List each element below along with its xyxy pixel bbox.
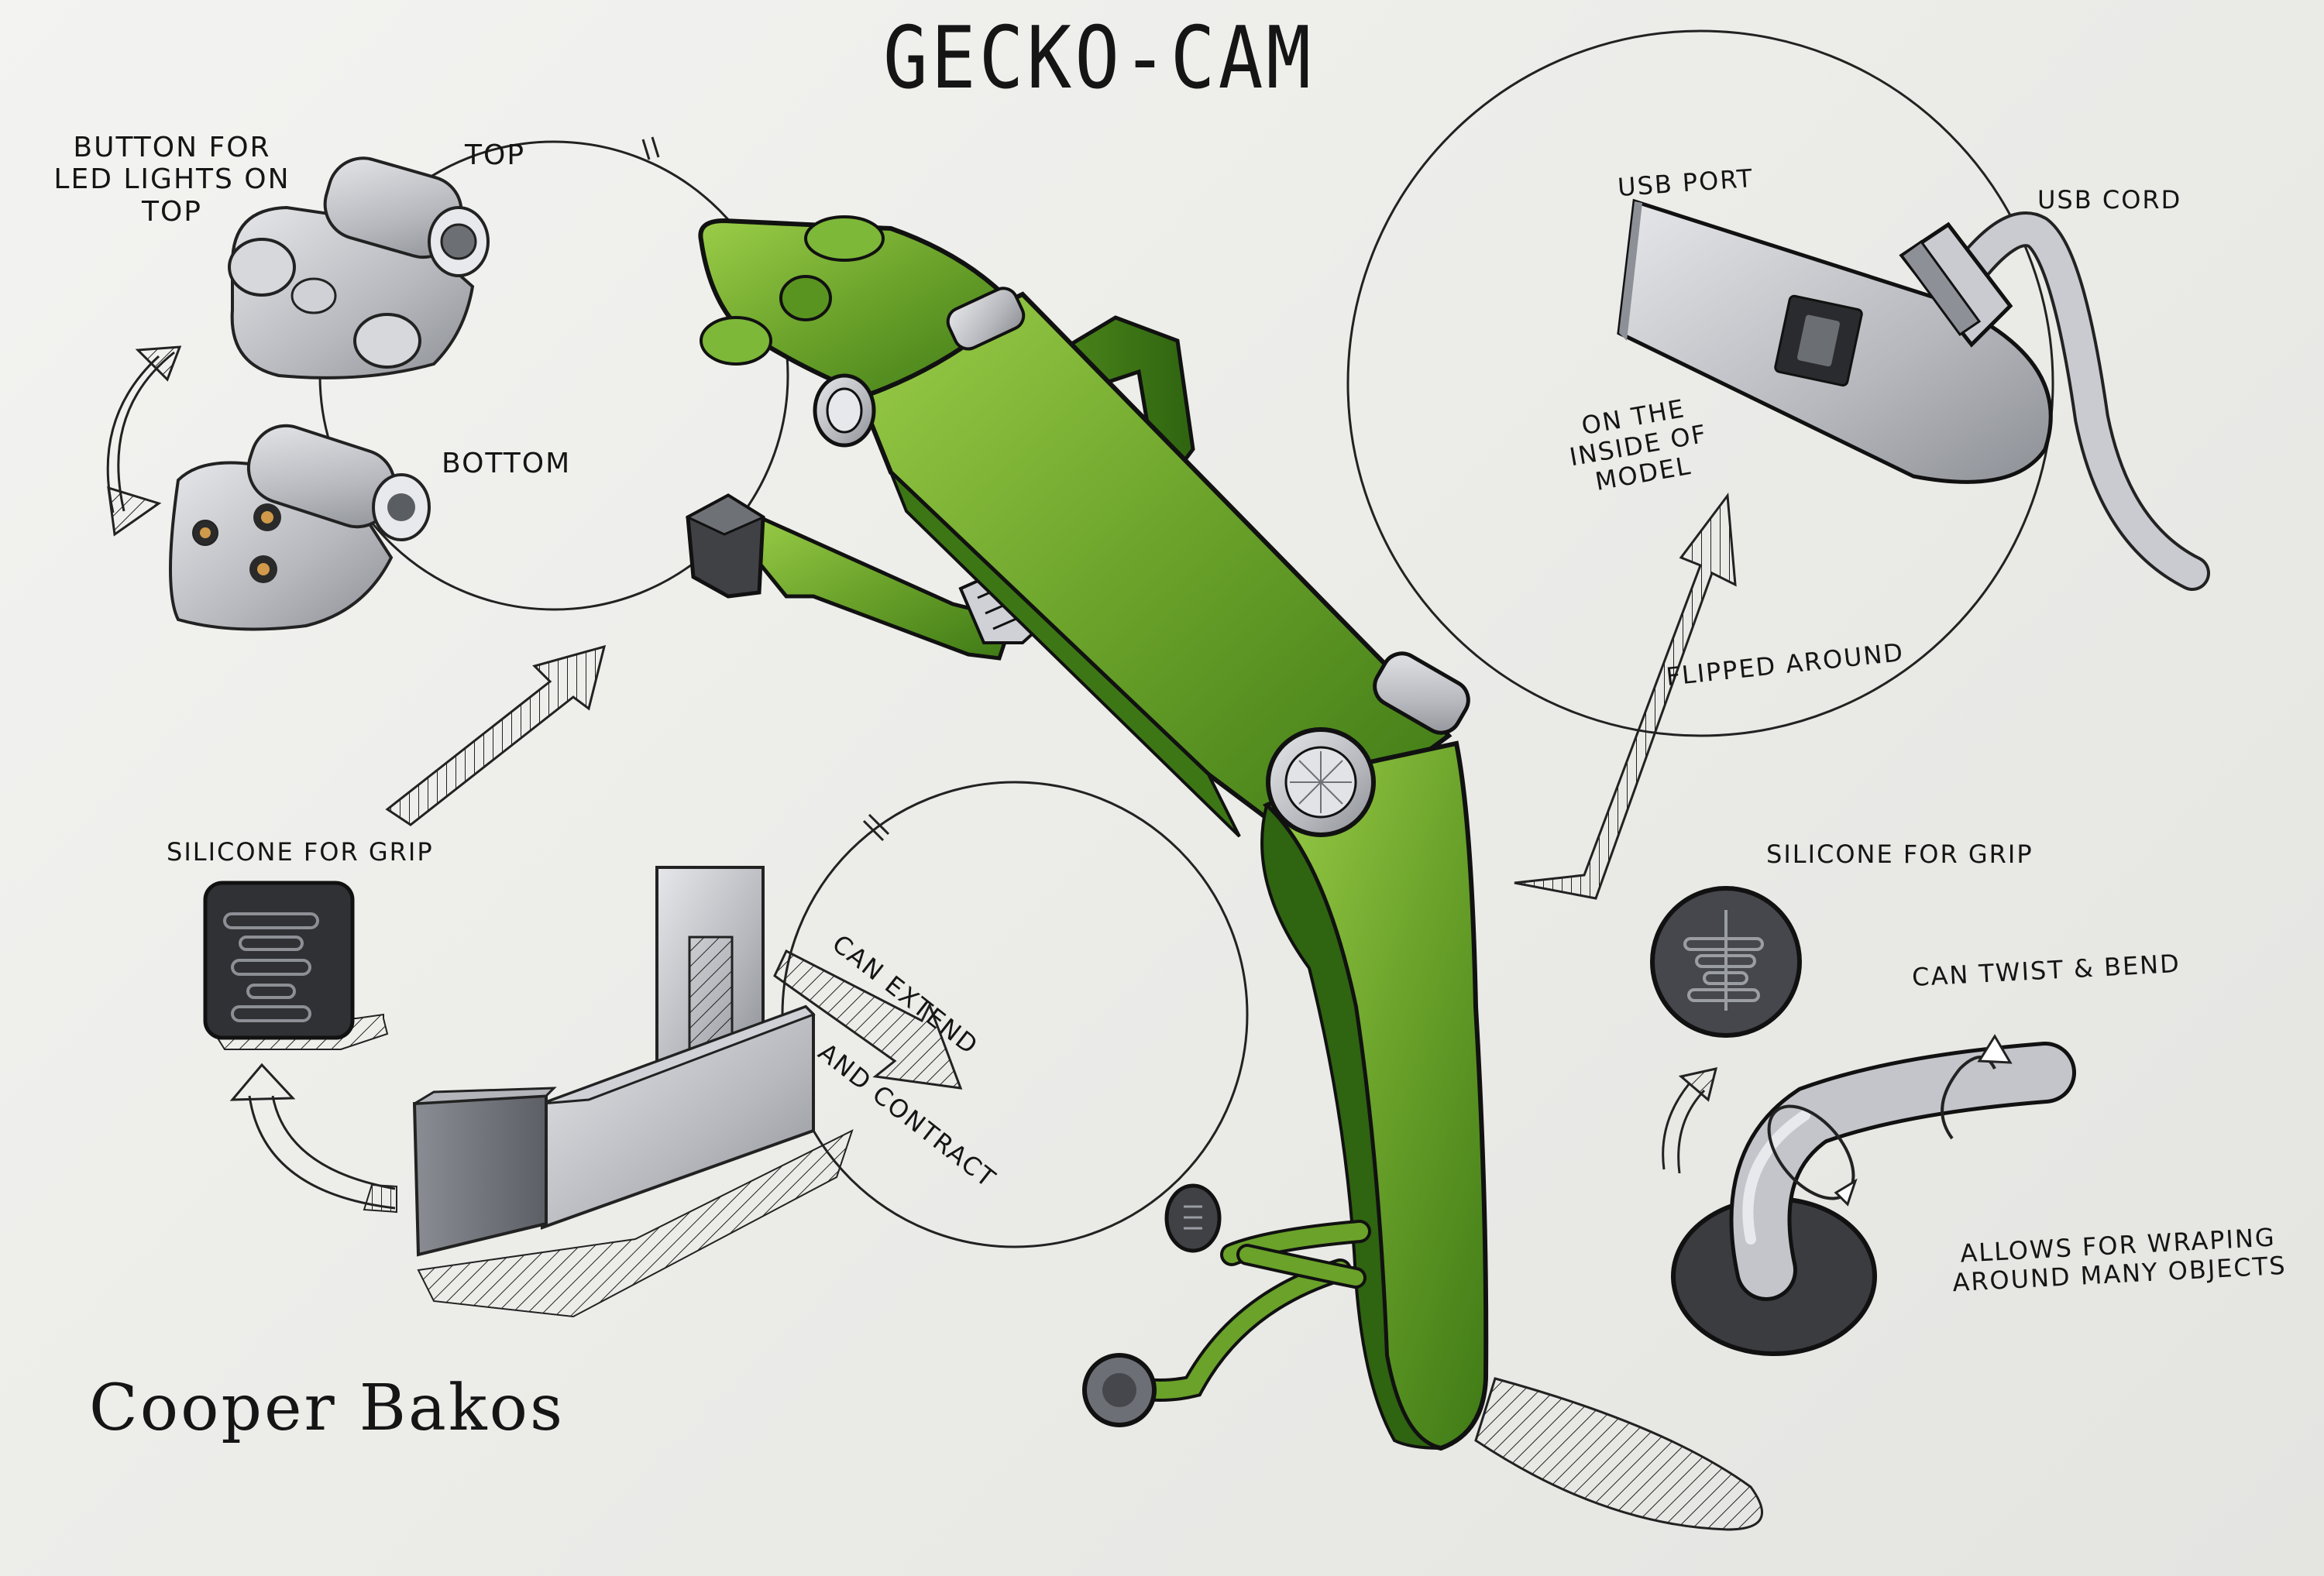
label-bottom: BOTTOM xyxy=(442,448,572,479)
label-silicone-grip-left: SILICONE FOR GRIP xyxy=(167,837,434,867)
twist-detail xyxy=(1650,886,2076,1356)
label-button-led: BUTTON FOR LED LIGHTS ON TOP xyxy=(53,132,290,228)
led-detail-callout xyxy=(106,136,789,826)
label-silicone-grip-right: SILICONE FOR GRIP xyxy=(1766,840,2033,869)
usb-detail-callout xyxy=(1346,29,2210,900)
label-top: TOP xyxy=(465,139,526,171)
page-title: GECKO-CAM xyxy=(883,8,1315,108)
label-usb-cord: USB CORD xyxy=(2037,185,2182,215)
author-signature: Cooper Bakos xyxy=(89,1372,566,1445)
gecko-body xyxy=(685,215,1764,1531)
silicone-grip-block xyxy=(203,881,389,1050)
led-module-bottom xyxy=(169,424,431,631)
detail-circle-usb xyxy=(1346,29,2054,737)
led-module-top xyxy=(228,156,490,379)
extend-detail-callout xyxy=(203,781,1249,1318)
